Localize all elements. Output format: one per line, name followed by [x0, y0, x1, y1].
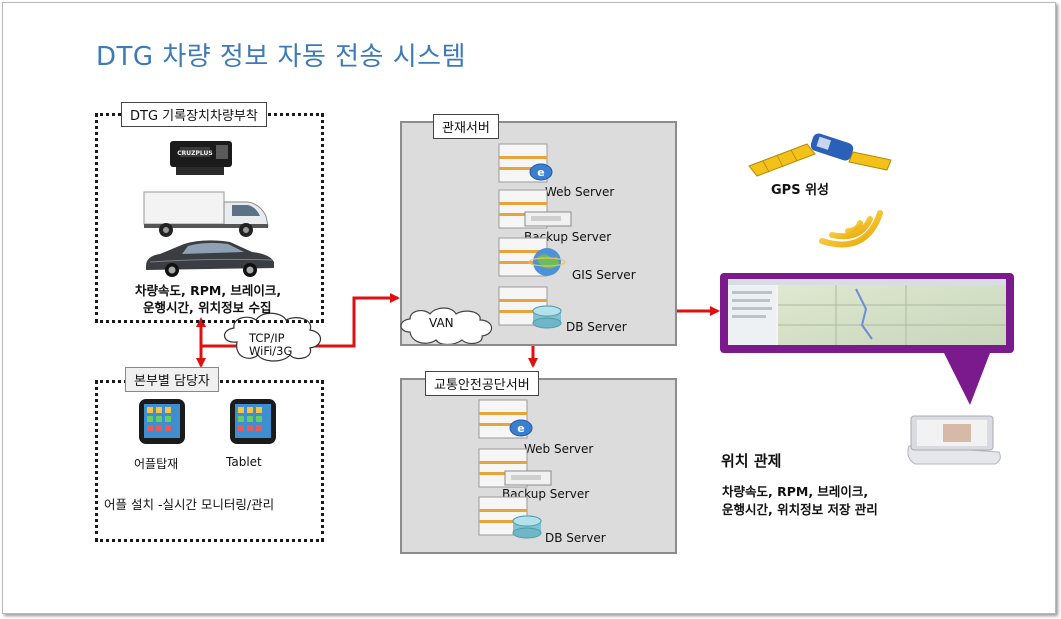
control-server-name-3: GIS Server	[572, 268, 636, 282]
car-icon	[146, 240, 274, 277]
signal-icon	[819, 210, 883, 248]
staff-summary: 어플 설치 -실시간 모니터링/관리	[104, 497, 275, 512]
gps-label: GPS 위성	[771, 183, 830, 198]
location-line2: 운행시간, 위치정보 저장 관리	[722, 502, 878, 517]
control-server-name-4: DB Server	[566, 320, 627, 334]
van-cloud	[400, 307, 493, 344]
network-line2: WiFi/3G	[249, 344, 293, 358]
safety-web-server-icon: e	[478, 399, 533, 439]
smartphone-icon	[139, 399, 185, 444]
backup-server-icon	[498, 189, 572, 229]
staff-box-label: 본부별 담당자	[125, 367, 219, 392]
tablet-icon	[230, 399, 276, 444]
van-label: VAN	[429, 316, 454, 330]
vehicle-data-line1: 차량속도, RPM, 브레이크,	[135, 283, 282, 298]
vehicle-box-label: DTG 기록장치차량부착	[121, 102, 267, 127]
satellite-icon	[748, 133, 892, 177]
device2-caption: Tablet	[226, 455, 262, 469]
dtg-device-icon: CRUZPLUS	[170, 141, 232, 175]
location-title: 위치 관제	[721, 452, 782, 470]
control-server-name-1: Web Server	[545, 185, 615, 199]
safety-server-name-1: Web Server	[524, 442, 594, 456]
location-line1: 차량속도, RPM, 브레이크,	[722, 484, 869, 499]
safety-db-server-icon	[478, 496, 542, 539]
svg-text:CRUZPLUS: CRUZPLUS	[177, 150, 212, 157]
svg-text:e: e	[517, 422, 524, 435]
network-line1: TCP/IP	[249, 331, 285, 345]
safety-backup-server-icon	[478, 448, 552, 488]
web-server-icon: e	[498, 143, 553, 183]
device1-caption: 어플탑재	[134, 457, 179, 471]
safety-server-label: 교통안전공단서버	[425, 371, 539, 396]
location-monitor	[720, 273, 1014, 405]
staff-box	[95, 380, 324, 542]
db-server-icon	[498, 286, 562, 329]
page-title: DTG 차량 정보 자동 전송 시스템	[96, 42, 466, 72]
laptop-icon	[907, 415, 1001, 465]
control-server-label: 관재서버	[433, 114, 499, 139]
svg-text:e: e	[537, 166, 544, 179]
safety-server-name-3: DB Server	[545, 531, 606, 545]
gis-server-icon	[498, 237, 566, 277]
vehicle-data-line2: 운행시간, 위치정보 수집	[143, 300, 272, 315]
truck-icon	[143, 191, 269, 237]
